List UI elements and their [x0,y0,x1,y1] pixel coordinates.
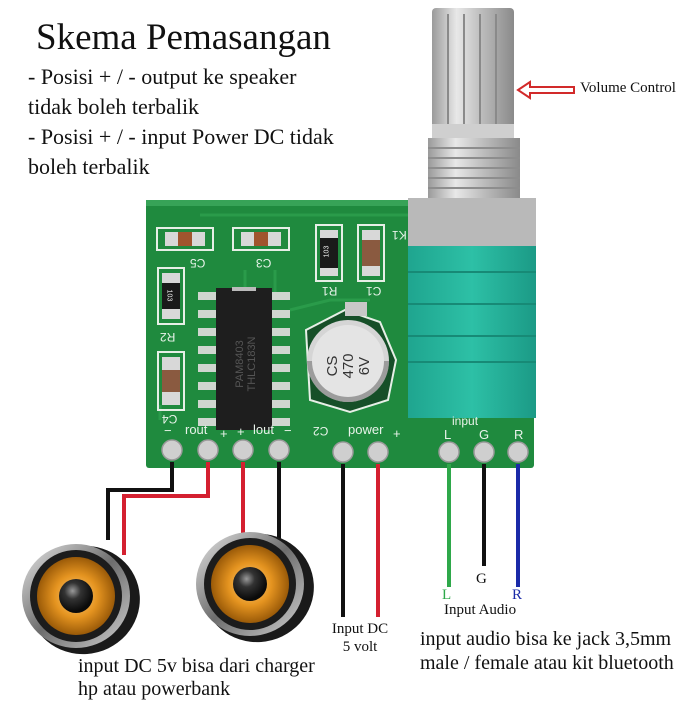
electrolytic-capacitor [304,302,398,414]
input-audio-label: Input Audio [444,602,517,618]
pin-minus-right: − [164,423,172,438]
cap-text-3: 6V [356,356,373,376]
input-dc-line-2: 5 volt [342,639,378,655]
pin-plus-left: + [237,424,245,439]
audio-g-label: G [476,571,487,587]
pin-power: power [348,422,384,437]
potentiometer [408,8,536,418]
audio-r-label: R [512,587,523,603]
r2-code: 103 [165,289,173,302]
audio-note-line-2: male / female atau kit bluetooth [420,652,674,674]
label-c2: C2 [313,424,329,438]
dc-note-line-1: input DC 5v bisa dari charger [78,655,315,677]
pin-l: L [444,427,452,442]
audio-note-line-1: input audio bisa ke jack 3,5mm [420,628,672,650]
page-title: Skema Pemasangan [36,17,331,58]
smd-c5 [156,227,214,251]
smd-r1 [315,224,343,282]
label-r1: R1 [322,284,338,298]
volume-arrow [516,80,575,100]
note-line-4: boleh terbalik [28,154,150,179]
label-c5: C5 [190,256,206,270]
speaker-right [22,544,140,655]
cap-text-2: 470 [340,353,357,379]
ic-text-1: PAM8403 [234,340,246,388]
label-c3: C3 [256,256,272,270]
note-line-1: - Posisi + / - output ke speaker [28,64,297,89]
label-c1: C1 [366,284,382,298]
cap-text-1: CS [324,355,341,377]
solder-pads [161,439,529,463]
label-k1: K1 [392,228,407,242]
smd-c1 [357,224,385,282]
note-line-3: - Posisi + / - input Power DC tidak [28,124,334,149]
ic-marking: PAM8403 THLC183N [234,314,258,414]
smd-r2 [157,267,185,325]
note-line-2: tidak boleh terbalik [28,94,200,119]
input-dc-label: Input DC 5 volt [322,620,398,656]
label-r2: R2 [160,330,176,344]
pin-rout: rout [185,422,208,437]
audio-l-label: L [442,587,452,603]
cap-marking: CS 470 6V [324,335,373,397]
ic-text-2: THLC183N [246,336,258,392]
volume-control-label: Volume Control [580,80,676,96]
input-dc-line-1: Input DC [331,621,389,637]
pin-input-label: input [452,414,479,428]
speaker-wires [106,462,281,555]
r1-code: 103 [323,245,331,258]
audio-wires [447,464,520,587]
smd-c3 [232,227,290,251]
pin-minus-left: − [284,423,292,438]
power-wires [341,464,380,617]
speaker-left [196,532,314,643]
pin-lout: lout [253,422,274,437]
smd-c4 [157,351,185,411]
dc-note-line-2: hp atau powerbank [78,678,231,700]
pin-power-plus: + [393,426,401,441]
ic-chip [198,287,290,430]
pin-g: G [479,427,490,442]
pin-r: R [514,427,524,442]
pin-plus-right: + [220,426,228,441]
